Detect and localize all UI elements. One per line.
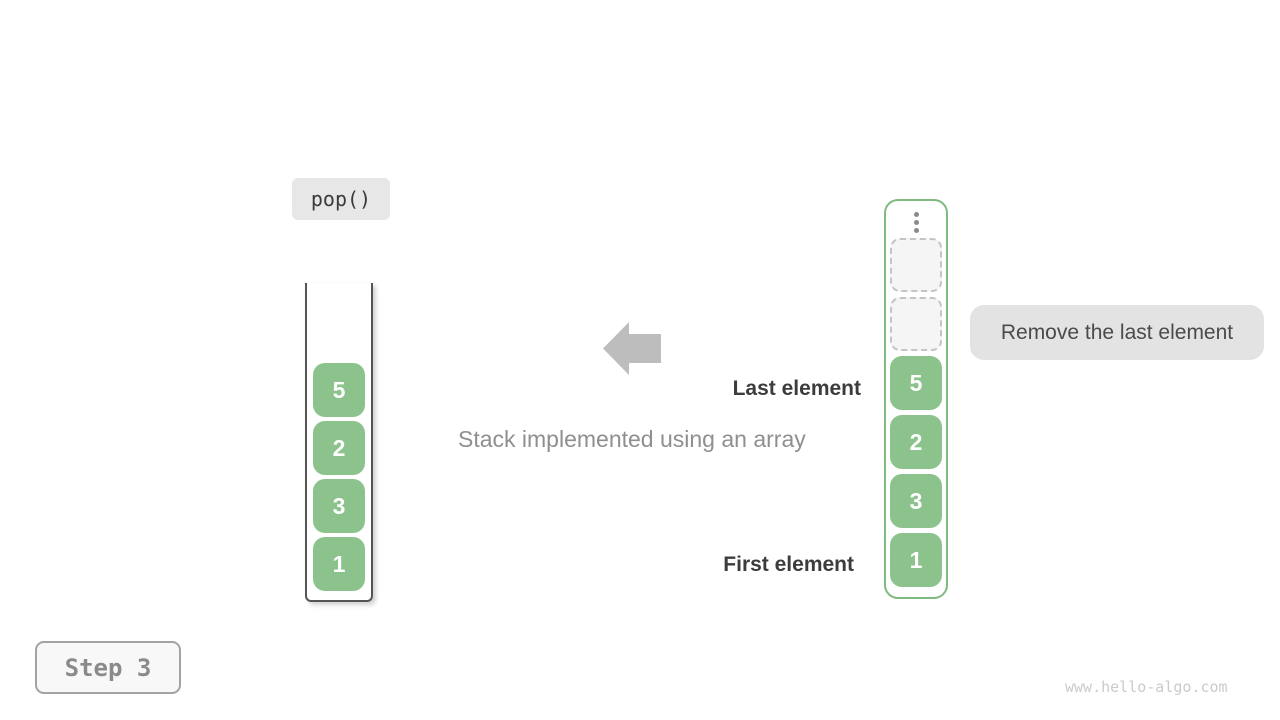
left-arrow-icon xyxy=(603,322,661,375)
stack-item: 3 xyxy=(890,474,942,528)
array-stack-item: 2 xyxy=(313,421,365,475)
pop-operation-label: pop() xyxy=(292,178,390,220)
array-stack-item: 3 xyxy=(313,479,365,533)
ellipsis-dot xyxy=(913,219,919,225)
ellipsis-dot xyxy=(913,211,919,217)
empty-slot-popped xyxy=(890,297,942,351)
last-element-label: Last element xyxy=(732,377,861,400)
watermark: www.hello-algo.com xyxy=(1065,678,1228,696)
ellipsis-dot xyxy=(913,227,919,233)
array-stack-container: 5 2 3 1 xyxy=(305,283,373,602)
diagram-caption: Stack implemented using an array xyxy=(458,426,806,452)
vertical-ellipsis-icon xyxy=(913,211,919,233)
stack-container: 5 2 3 1 xyxy=(884,199,948,599)
empty-slot xyxy=(890,238,942,292)
array-stack-item: 5 xyxy=(313,363,365,417)
stack-item: 1 xyxy=(890,533,942,587)
stack-item: 5 xyxy=(890,356,942,410)
step-badge: Step 3 xyxy=(35,641,181,694)
first-element-label: First element xyxy=(723,553,854,576)
array-stack-item: 1 xyxy=(313,537,365,591)
stack-item: 2 xyxy=(890,415,942,469)
remove-note-label: Remove the last element xyxy=(970,305,1264,360)
